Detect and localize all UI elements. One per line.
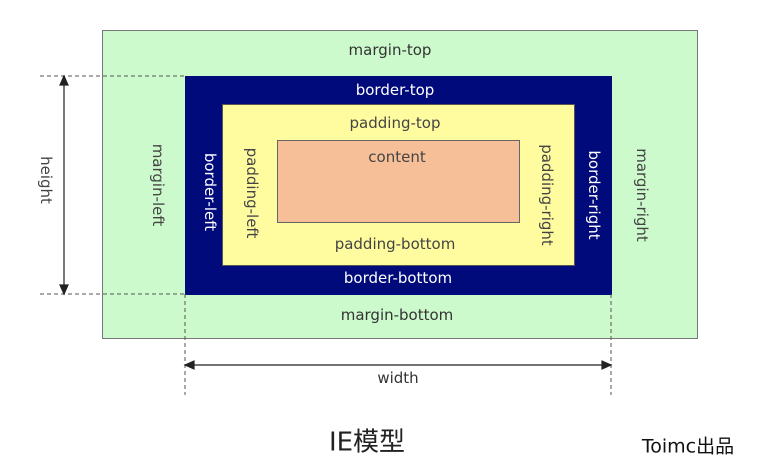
margin-left-label: margin-left	[149, 143, 167, 227]
border-bottom-label: border-bottom	[343, 269, 453, 287]
border-right-label: border-right	[585, 150, 603, 240]
width-label: width	[377, 369, 419, 387]
margin-top-label: margin-top	[348, 41, 432, 59]
padding-top-label: padding-top	[349, 114, 441, 132]
padding-right-label: padding-right	[538, 144, 556, 246]
credit-text: Toimc出品	[641, 435, 735, 458]
height-label: height	[37, 156, 55, 204]
padding-left-label: padding-left	[243, 147, 261, 239]
content-label: content	[368, 148, 426, 166]
margin-right-label: margin-right	[633, 148, 651, 242]
diagram-title: IE模型	[328, 427, 406, 458]
border-top-label: border-top	[355, 81, 435, 99]
border-left-label: border-left	[201, 152, 219, 232]
margin-bottom-label: margin-bottom	[340, 306, 454, 324]
padding-bottom-label: padding-bottom	[334, 235, 456, 253]
content-box	[277, 140, 520, 223]
